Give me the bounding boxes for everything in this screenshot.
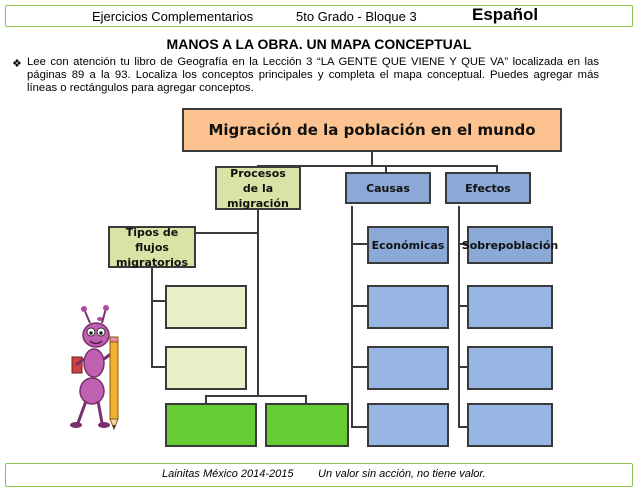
footer-motto: Un valor sin acción, no tiene valor. xyxy=(318,468,486,480)
connector-main-down xyxy=(371,152,373,166)
connector-bottom-left-down xyxy=(205,395,207,403)
connector-causas-b1 xyxy=(351,243,367,245)
connector-bottom-right-down xyxy=(305,395,307,403)
connector-procesos-bottom xyxy=(205,395,307,397)
connector-tipos-blank2 xyxy=(151,366,165,368)
blank-efectos-1[interactable] xyxy=(467,285,553,329)
concept-sobrepoblacion: Sobrepoblación xyxy=(462,226,558,264)
blank-efectos-2[interactable] xyxy=(467,346,553,390)
header: Ejercicios Complementarios 5to Grado - B… xyxy=(0,0,638,29)
concept-efectos: Efectos xyxy=(445,172,531,204)
connector-top-horizontal xyxy=(257,165,498,167)
concept-main: Migración de la población en el mundo xyxy=(182,108,562,152)
blank-efectos-3[interactable] xyxy=(467,403,553,447)
blank-tipos-2[interactable] xyxy=(165,346,247,390)
ant-mascot-illustration xyxy=(70,305,119,431)
concept-economicas: Económicas xyxy=(367,226,449,264)
blank-tipos-1[interactable] xyxy=(165,285,247,329)
bullet-icon: ❖ xyxy=(12,58,22,70)
connector-causas-b3 xyxy=(351,366,367,368)
blank-causas-2[interactable] xyxy=(367,346,449,390)
blank-causas-3[interactable] xyxy=(367,403,449,447)
header-grade: 5to Grado - Bloque 3 xyxy=(296,9,417,24)
header-frame xyxy=(5,5,633,27)
connector-efectos-b4 xyxy=(458,426,468,428)
connector-efectos-down xyxy=(496,165,498,175)
blank-procesos-1[interactable] xyxy=(165,403,257,447)
connector-causas-b4 xyxy=(351,426,367,428)
connector-efectos-b2 xyxy=(458,305,468,307)
footer-frame xyxy=(5,463,633,487)
footer-org: Lainitas México 2014-2015 xyxy=(162,468,294,480)
header-title: Ejercicios Complementarios xyxy=(92,9,254,24)
connector-procesos-spine xyxy=(257,206,259,396)
connector-efectos-b3 xyxy=(458,366,468,368)
connector-tipos-blank1 xyxy=(151,300,165,302)
instructions-text: Lee con atención tu libro de Geografía e… xyxy=(27,56,599,94)
concept-tipos: Tipos de flujos migratorios xyxy=(108,226,196,269)
connector-causas-spine xyxy=(351,206,353,428)
concept-causas: Causas xyxy=(345,172,431,204)
connector-causas-b2 xyxy=(351,305,367,307)
blank-procesos-2[interactable] xyxy=(265,403,349,447)
header-subject: Español xyxy=(472,5,539,24)
connector-efectos-spine xyxy=(458,206,460,428)
concept-procesos: Procesos de la migración xyxy=(215,166,301,210)
connector-causas-down xyxy=(385,165,387,175)
page-title: MANOS A LA OBRA. UN MAPA CONCEPTUAL xyxy=(166,36,472,52)
blank-causas-1[interactable] xyxy=(367,285,449,329)
connector-tipos-spine xyxy=(151,268,153,368)
connector-efectos-b1 xyxy=(458,243,468,245)
connector-procesos-tipos xyxy=(196,232,258,234)
